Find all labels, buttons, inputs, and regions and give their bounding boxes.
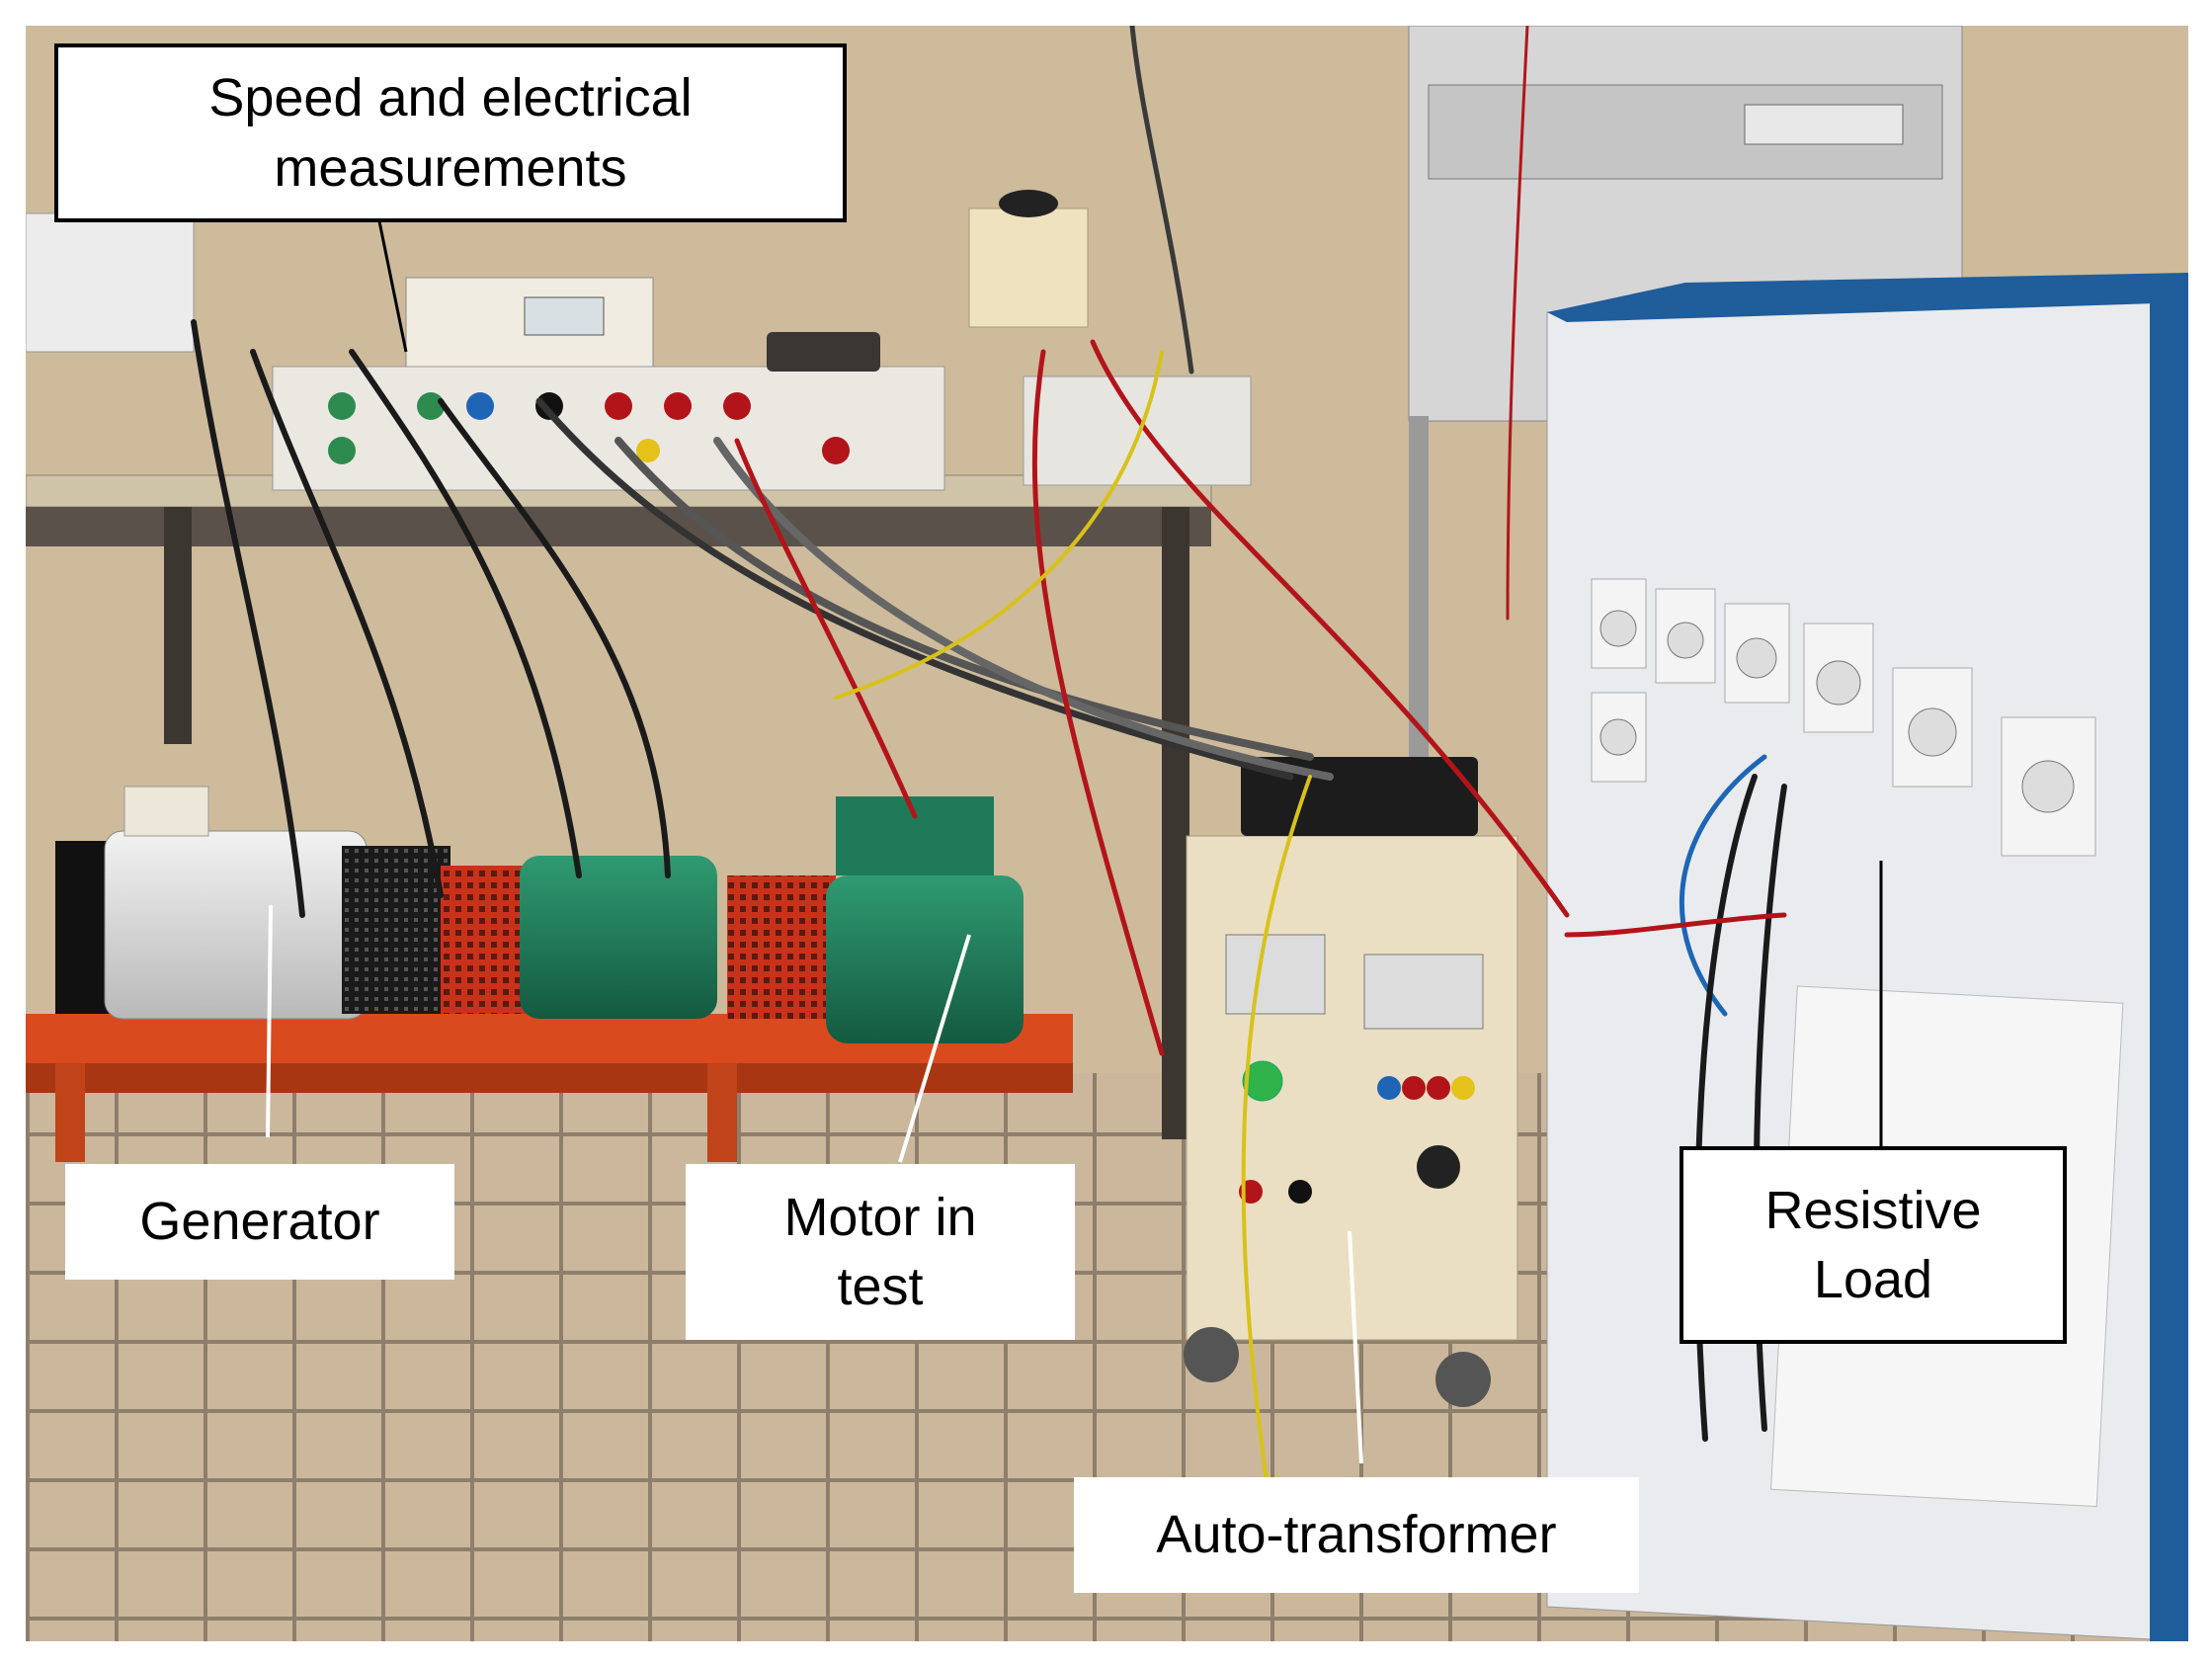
variac-knob-box xyxy=(968,208,1089,328)
clamp-meter xyxy=(1241,757,1478,836)
motor-in-test xyxy=(826,875,1024,1043)
generator-guard xyxy=(342,846,451,1014)
cart-wheel-right xyxy=(1435,1352,1491,1407)
load-cabinet-edge xyxy=(2150,283,2188,1641)
generator-terminal-box xyxy=(123,786,209,837)
table-leg-right xyxy=(1162,507,1189,1139)
supply-display xyxy=(1744,104,1904,145)
cables xyxy=(191,26,1787,1510)
intermediate-motor xyxy=(520,856,717,1019)
green-indicator xyxy=(1242,1060,1283,1102)
speed-measurements-label: Speed and electrical measurements xyxy=(54,43,847,222)
sensor-box xyxy=(767,332,880,372)
motor-pointer xyxy=(898,934,971,1163)
table-apron xyxy=(26,507,1211,546)
motor-terminal-box xyxy=(836,796,994,875)
panel-sockets xyxy=(328,392,850,464)
resistive-load-label: Resistive Load xyxy=(1679,1146,2067,1344)
generator-pointer xyxy=(266,904,273,1138)
breaker-left xyxy=(1225,934,1326,1015)
lab-photo xyxy=(26,26,2188,1641)
cart-wheel-left xyxy=(1184,1327,1239,1382)
speed-pointer xyxy=(377,220,408,353)
load-switches xyxy=(1591,578,2096,857)
table-leg-left xyxy=(164,507,192,744)
motor-in-test-label: Motor in test xyxy=(686,1164,1075,1340)
load-cabinet-top xyxy=(1547,273,2188,322)
meter-display xyxy=(524,296,605,336)
coupling-guard-2 xyxy=(727,875,836,1019)
breaker-right xyxy=(1363,954,1484,1030)
label-pointers xyxy=(266,220,1883,1464)
generator-label: Generator xyxy=(65,1164,454,1280)
variac-knob xyxy=(999,190,1058,217)
autotransformer-label: Auto-transformer xyxy=(1074,1477,1639,1593)
left-instrument xyxy=(26,212,195,353)
autotransformer-pointer xyxy=(1348,1230,1363,1464)
junction-box xyxy=(1023,375,1252,486)
